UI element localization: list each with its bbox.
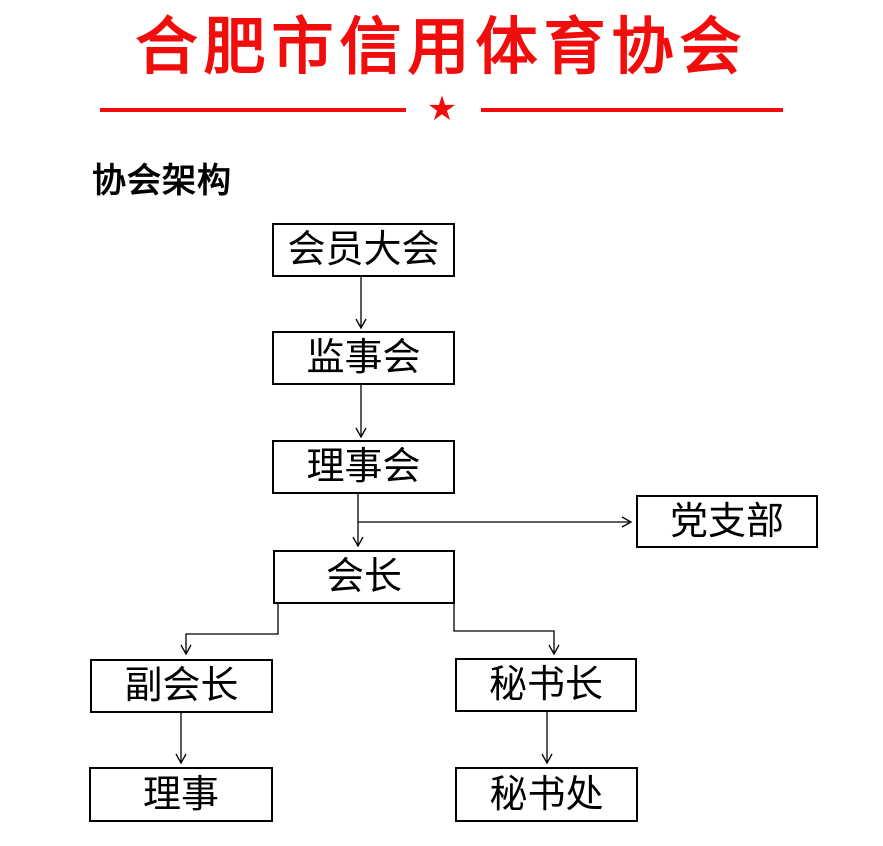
org-node-director: 理事 — [89, 767, 273, 822]
connector-president-to-secretary-general — [453, 604, 560, 656]
connector-president-to-vice-president — [180, 604, 279, 656]
section-heading: 协会架构 — [92, 163, 232, 200]
divider-bar-right — [481, 108, 784, 112]
org-node-president: 会长 — [273, 550, 455, 604]
page-title: 合肥市信用体育协会 — [135, 13, 748, 82]
org-node-secretary-general: 秘书长 — [455, 658, 637, 712]
title-divider: ★ — [0, 89, 883, 129]
star-icon: ★ — [426, 89, 458, 129]
divider-bar-left — [99, 108, 406, 112]
org-node-secretariat: 秘书处 — [455, 767, 638, 822]
org-node-vice-president: 副会长 — [90, 659, 273, 713]
org-node-supervisory-board: 监事会 — [272, 331, 455, 385]
org-node-party-branch: 党支部 — [636, 495, 818, 548]
org-node-council: 理事会 — [272, 440, 455, 494]
org-node-member-assembly: 会员大会 — [272, 223, 455, 277]
